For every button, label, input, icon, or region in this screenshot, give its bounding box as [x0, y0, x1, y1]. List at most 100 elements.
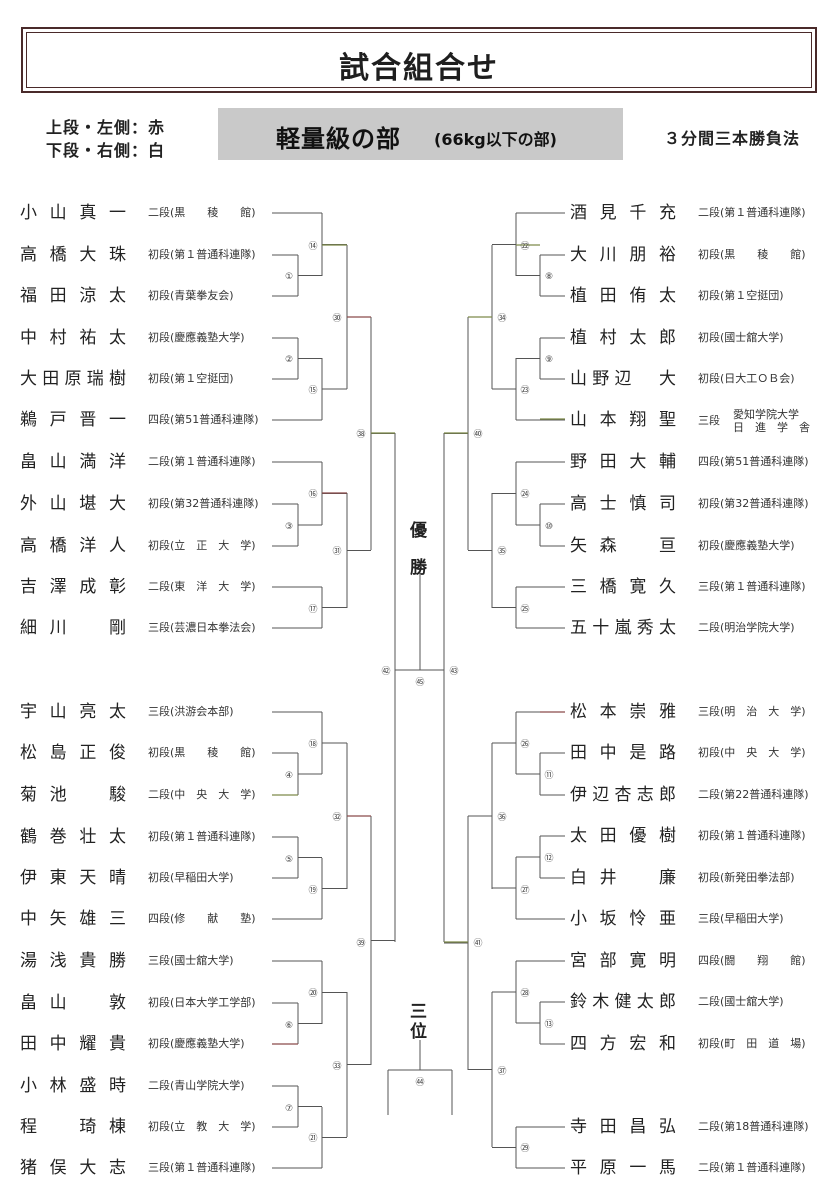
match-number: ⑰ — [308, 604, 317, 615]
right-player-name: 鈴木健太郎 — [570, 992, 676, 1012]
left-player-rank: 三段(第１普通科連隊) — [148, 1161, 256, 1174]
left-player-name: 松島正俊 — [20, 743, 126, 763]
right-player-name: 伊辺杏志郎 — [570, 785, 676, 805]
left-player-name: 宇山亮太 — [20, 702, 126, 722]
match-number: ㉛ — [332, 546, 341, 557]
match-number: ② — [285, 355, 293, 365]
left-player-name: 畠山満洋 — [20, 452, 126, 472]
match-number: ⑭ — [308, 241, 317, 252]
match-number: ① — [285, 272, 293, 282]
match-number: ⑦ — [285, 1104, 293, 1114]
right-player-name: 大川朋裕 — [570, 245, 676, 265]
right-player-name: 太田優樹 — [570, 826, 676, 846]
right-player-rank: 初段(慶應義塾大学) — [698, 539, 795, 552]
right-player-name: 四方宏和 — [570, 1034, 676, 1054]
match-number: ⑬ — [544, 1019, 553, 1030]
match-number: ⑱ — [308, 739, 317, 750]
left-player-name: 高橋大珠 — [20, 245, 126, 265]
match-number: ㉓ — [520, 385, 529, 396]
match-number: ㉑ — [308, 1133, 317, 1144]
left-player-name: 中村祐太 — [20, 328, 126, 348]
right-player-rank: 初段(第32普通科連隊) — [698, 497, 809, 510]
match-number: ㉝ — [332, 1061, 341, 1072]
match-rule: ３分間三本勝負法 — [664, 129, 801, 148]
right-player-name: 寺田昌弘 — [570, 1117, 676, 1137]
left-player-name: 猪俣大志 — [20, 1158, 126, 1178]
left-player-rank: 初段(第32普通科連隊) — [148, 497, 259, 510]
match-number: ㉟ — [497, 546, 506, 557]
match-number: ⑮ — [308, 385, 317, 396]
right-player-rank: 二段(明治学院大学) — [698, 621, 795, 634]
match-number: ㉘ — [520, 988, 529, 999]
right-player-rank: 二段(第22普通科連隊) — [698, 788, 809, 801]
right-player-rank: 初段(中 央 大 学) — [698, 746, 806, 759]
left-player-rank: 初段(立 正 大 学) — [148, 539, 256, 552]
champion-label-2: 勝 — [410, 558, 427, 578]
right-player-name: 山本翔聖 — [570, 410, 676, 430]
match-number: ㉔ — [520, 489, 529, 500]
right-player-name: 平原一馬 — [570, 1158, 676, 1178]
match-number: ④ — [285, 771, 293, 781]
right-player-name: 五十嵐秀太 — [570, 618, 676, 638]
right-player-rank: 二段(第１普通科連隊) — [698, 1161, 806, 1174]
match-number: ㉞ — [497, 313, 506, 324]
match-number: ㉜ — [332, 812, 341, 823]
left-player-name: 小林盛時 — [20, 1076, 126, 1096]
title-frame: 試合組合せ — [21, 27, 817, 93]
left-player-name: 田中耀貴 — [20, 1034, 126, 1054]
left-player-name: 湯浅貴勝 — [20, 951, 126, 971]
left-player-rank: 初段(慶應義塾大学) — [148, 331, 245, 344]
left-player-rank: 四段(修 献 塾) — [148, 912, 256, 925]
division-title: 軽量級の部 — [276, 125, 401, 153]
match-number: ㊹ — [415, 1077, 424, 1088]
right-player-name: 小坂怜亜 — [570, 909, 676, 929]
legend-white: 下段・右側：白 — [46, 141, 166, 160]
right-player-name: 山野辺 大 — [570, 369, 676, 389]
right-player-name: 植田侑太 — [570, 286, 676, 306]
match-number: ㊵ — [473, 429, 482, 440]
right-player-rank: 初段(新発田拳法部) — [698, 871, 795, 884]
left-player-rank: 三段(芸濃日本拳法会) — [148, 621, 256, 634]
right-player-rank: 四段(第51普通科連隊) — [698, 455, 809, 468]
left-player-name: 高橋洋人 — [20, 536, 126, 556]
left-player-name: 中矢雄三 — [20, 909, 126, 929]
match-number: ㊺ — [415, 677, 424, 688]
right-player-rank: 初段(第１普通科連隊) — [698, 829, 806, 842]
left-player-rank: 初段(青葉拳友会) — [148, 289, 234, 302]
right-player-name: 高士慎司 — [570, 494, 676, 514]
match-number: ㉖ — [520, 739, 529, 750]
right-player-rank: 四段(闘 翔 館) — [698, 954, 806, 967]
third-place-label-1: 三 — [410, 1002, 427, 1022]
left-player-name: 小山真一 — [20, 203, 126, 223]
champion-label-1: 優 — [410, 521, 427, 541]
left-player-name: 畠山 敦 — [20, 993, 126, 1013]
right-player-rank: 二段(第１普通科連隊) — [698, 206, 806, 219]
right-player-rank: 初段(町 田 道 場) — [698, 1037, 806, 1050]
match-number: ㉚ — [332, 313, 341, 324]
match-number: ㉕ — [520, 604, 529, 615]
right-player-rank: 初段(黒 稜 館) — [698, 248, 806, 261]
right-player-name: 野田大輔 — [570, 452, 676, 472]
match-number: ㊱ — [497, 812, 506, 823]
left-player-rank: 二段(黒 稜 館) — [148, 206, 256, 219]
right-player-name: 松本崇雅 — [570, 702, 676, 722]
match-number: ⑤ — [285, 855, 293, 865]
right-player-name: 白井 廉 — [570, 868, 676, 888]
match-number: ⑥ — [285, 1021, 293, 1031]
left-player-rank: 初段(第１空挺団) — [148, 372, 234, 385]
match-number: ⑳ — [308, 988, 317, 999]
left-player-name: 福田涼太 — [20, 286, 126, 306]
right-player-rank: 三段(第１普通科連隊) — [698, 580, 806, 593]
match-number: ⑨ — [545, 355, 553, 365]
left-player-rank: 初段(慶應義塾大学) — [148, 1037, 245, 1050]
right-player-rank: 二段(國士舘大学) — [698, 995, 784, 1008]
right-player-name: 矢森 亘 — [570, 536, 676, 556]
left-player-rank: 初段(第１普通科連隊) — [148, 248, 256, 261]
match-number: ㊸ — [449, 666, 458, 677]
left-player-rank: 初段(第１普通科連隊) — [148, 830, 256, 843]
left-player-name: 細川 剛 — [20, 618, 126, 638]
right-player-name: 酒見千充 — [570, 203, 676, 223]
match-number: ⑯ — [308, 489, 317, 500]
match-number: ⑧ — [545, 272, 553, 282]
